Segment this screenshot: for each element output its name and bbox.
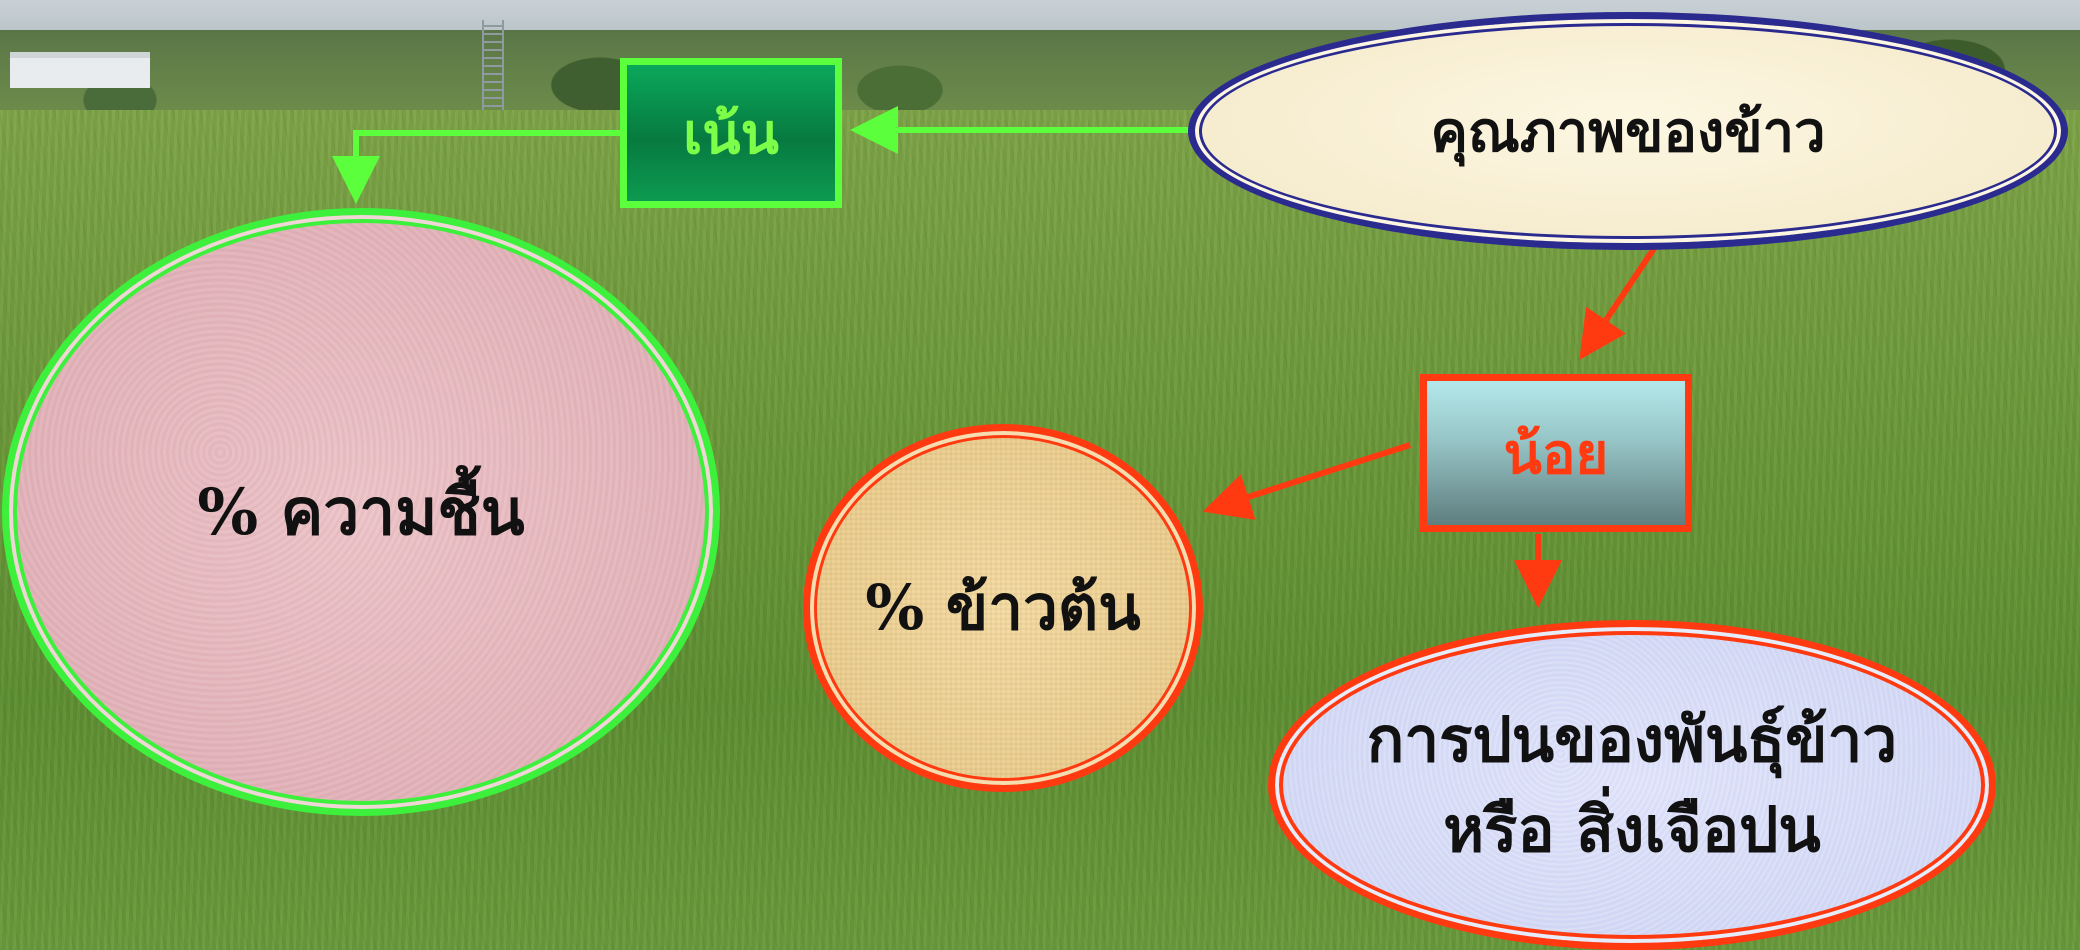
emphasis-box: เน้น <box>620 58 842 208</box>
head-rice-node: % ข้าวต้น <box>803 424 1203 792</box>
little-box: น้อย <box>1420 374 1692 532</box>
emphasis-label: เน้น <box>683 100 779 167</box>
building <box>10 52 150 88</box>
arrow-little-to-head-rice <box>1202 442 1411 520</box>
mixture-node: การปนของพันธุ์ข้าว หรือ สิ่งเจือปน <box>1268 620 1996 950</box>
head-rice-label: % ข้าวต้น <box>865 571 1141 644</box>
tower <box>482 20 504 115</box>
moisture-label: % ความชื้น <box>197 475 525 550</box>
arrow-quality-to-little <box>1579 245 1658 360</box>
moisture-node: % ความชื้น <box>2 208 720 816</box>
little-label: น้อย <box>1503 420 1609 487</box>
mixture-label-line1: การปนของพันธุ์ข้าว <box>1366 703 1898 777</box>
mixture-label-line2: หรือ สิ่งเจือปน <box>1443 793 1821 866</box>
arrow-emphasis-to-moisture <box>332 130 620 204</box>
rice-quality-label: คุณภาพของข้าว <box>1430 98 1826 165</box>
rice-quality-node: คุณภาพของข้าว <box>1188 12 2068 250</box>
